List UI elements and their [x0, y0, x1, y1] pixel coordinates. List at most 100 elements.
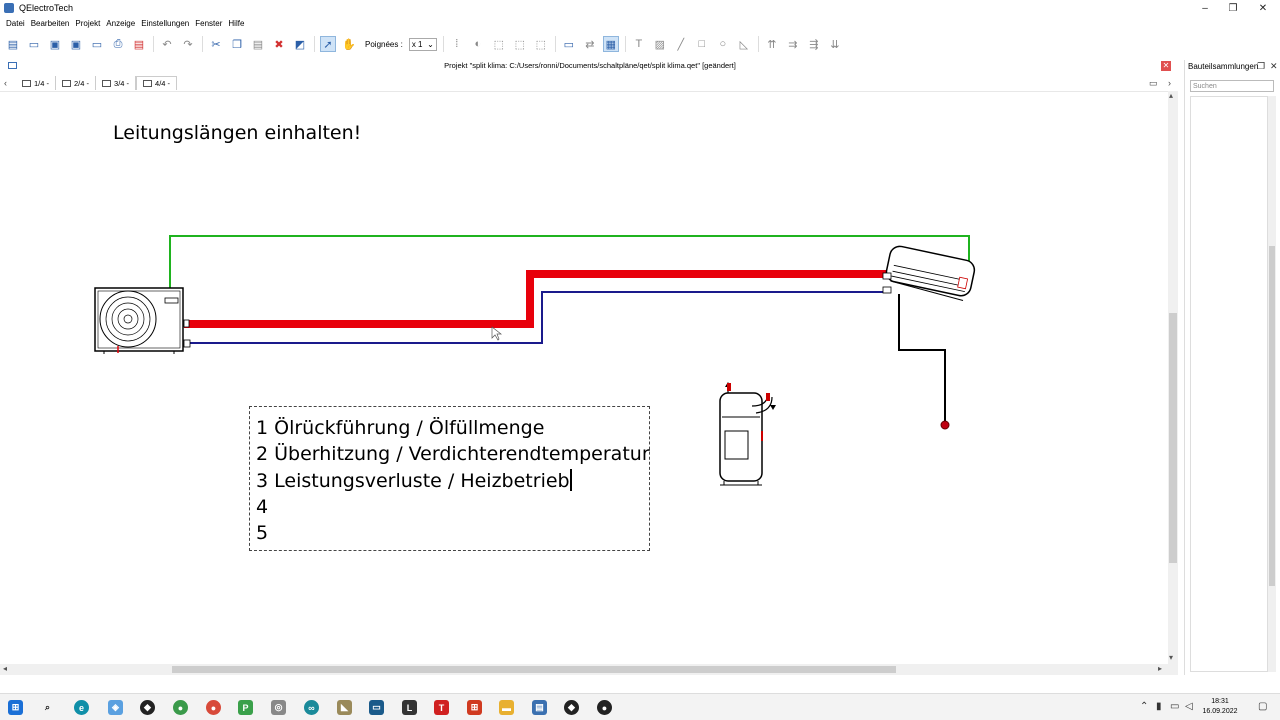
app-icon[interactable]: ◆ [564, 700, 579, 715]
app-icon[interactable]: ⊞ [467, 700, 482, 715]
collection-search-input[interactable]: Suchen [1190, 80, 1274, 92]
cut-icon[interactable]: ✂ [211, 38, 221, 51]
menu-einstellungen[interactable]: Einstellungen [141, 18, 190, 28]
open-folder-icon[interactable]: ▭ [91, 38, 103, 51]
scroll-left-icon[interactable]: ◂ [3, 664, 8, 673]
ellipse-icon[interactable]: ○ [719, 38, 727, 50]
save-as-icon[interactable]: ▣ [70, 38, 82, 51]
handle-zoom-select[interactable]: x 1 ⌄ [408, 37, 437, 51]
file-explorer-icon[interactable]: ▬ [499, 700, 514, 715]
chevron-down-icon: ⌄ [427, 39, 434, 49]
folio-report-icon[interactable]: ▦ [602, 36, 619, 52]
export-pdf-icon[interactable]: ▤ [133, 38, 145, 51]
rotate-icon[interactable]: ◩ [294, 38, 306, 51]
app-icon[interactable]: ◈ [108, 700, 123, 715]
microphone-icon[interactable]: ▮ [1156, 701, 1162, 712]
minimize-button[interactable]: – [1202, 2, 1208, 14]
align-left-icon[interactable]: ⇈ [767, 38, 777, 51]
text-icon[interactable]: T [635, 38, 643, 50]
rectangle-icon[interactable]: □ [698, 38, 706, 50]
canvas-heading[interactable]: Leitungslängen einhalten! [113, 122, 362, 144]
canvas-horizontal-scrollbar[interactable]: ◂ ▸ [0, 664, 1178, 675]
zoom-reset-icon[interactable]: ⬚ [535, 38, 547, 51]
app-icon[interactable]: P [238, 700, 253, 715]
app-icon[interactable]: ◎ [271, 700, 286, 715]
network-icon[interactable]: ▭ [1170, 701, 1180, 712]
copy-icon[interactable]: ❐ [232, 38, 242, 51]
print-icon[interactable]: ⎙ [113, 37, 123, 50]
tab-scroll-left-icon[interactable]: ‹ [4, 78, 7, 88]
image-icon[interactable]: ▨ [654, 38, 666, 51]
menu-projekt[interactable]: Projekt [75, 18, 101, 28]
menu-hilfe[interactable]: Hilfe [228, 18, 245, 28]
tab-scroll-right-icon[interactable]: › [1168, 78, 1171, 88]
chrome-icon[interactable]: ● [173, 700, 188, 715]
maximize-button[interactable]: ❐ [1228, 2, 1238, 14]
arduino-icon[interactable]: ∞ [304, 700, 319, 715]
paste-icon[interactable]: ▤ [252, 38, 264, 51]
project-icon [8, 62, 17, 69]
zoom-selection-icon[interactable]: ⬚ [514, 38, 526, 51]
select-pointer-icon[interactable]: ➚ [320, 36, 336, 52]
delete-icon[interactable]: ✖ [274, 38, 284, 51]
scroll-down-icon[interactable]: ▾ [1169, 653, 1174, 662]
close-project-button[interactable]: ✕ [1161, 61, 1171, 71]
add-element-icon[interactable]: ▭ [563, 38, 575, 51]
tray-overflow-icon[interactable]: ⌃ [1140, 701, 1149, 712]
conductor-icon[interactable]: ⇄ [585, 38, 595, 51]
app-icon[interactable]: ◣ [337, 700, 352, 715]
tab-folio-3[interactable]: 3/4 - [96, 76, 137, 90]
tab-folio-2[interactable]: 2/4 - [56, 76, 97, 90]
chrome-icon[interactable]: ● [206, 700, 221, 715]
folio-view-icon[interactable]: ▭ [1149, 77, 1158, 88]
tab-folio-4[interactable]: 4/4 - [136, 76, 178, 90]
menu-anzeige[interactable]: Anzeige [106, 18, 136, 28]
distribute-icon[interactable]: ⇊ [830, 38, 840, 51]
zoom-fit-icon[interactable]: ⬚ [493, 38, 505, 51]
dock-close-icon[interactable]: ✕ [1270, 61, 1278, 71]
canvas-vertical-scrollbar[interactable]: ▴ ▾ [1168, 91, 1178, 664]
windows-start-icon[interactable]: ⊞ [8, 700, 23, 715]
mouse-cursor [491, 326, 503, 341]
taskbar-clock[interactable]: 18:31 16.09.2022 [1196, 697, 1244, 717]
horizontal-scroll-thumb[interactable] [172, 666, 896, 673]
grid-icon[interactable]: ⁞ [455, 38, 459, 50]
polygon-icon[interactable]: ◺ [739, 38, 749, 51]
color-icon[interactable]: ◐ [474, 38, 482, 50]
redo-icon[interactable]: ↷ [183, 38, 193, 51]
dock-scrollbar[interactable] [1268, 96, 1276, 672]
search-icon[interactable]: ⌕ [44, 702, 51, 712]
save-icon[interactable]: ▣ [49, 38, 61, 51]
menu-fenster[interactable]: Fenster [195, 18, 223, 28]
scroll-up-icon[interactable]: ▴ [1169, 91, 1174, 100]
app-icon[interactable]: T [434, 700, 449, 715]
align-right-icon[interactable]: ⇶ [809, 38, 819, 51]
dock-scroll-thumb[interactable] [1269, 246, 1275, 586]
edge-icon[interactable]: e [74, 700, 89, 715]
undo-icon[interactable]: ↶ [162, 38, 172, 51]
qelectrotech-taskbar-icon[interactable]: ▤ [532, 700, 547, 715]
app-icon[interactable]: ▭ [369, 700, 384, 715]
tab-folio-1[interactable]: 1/4 - [16, 76, 57, 90]
dock-float-icon[interactable]: ❐ [1257, 61, 1266, 71]
text-field-box[interactable]: 1 Ölrückführung / Ölfüllmenge 2 Überhitz… [249, 406, 650, 551]
app-icon[interactable]: ◆ [140, 700, 155, 715]
diagram-canvas[interactable]: Leitungslängen einhalten! 1 Ölrückführun… [0, 91, 1168, 664]
speaker-icon[interactable]: ◁ [1185, 701, 1193, 712]
app-icon[interactable]: ● [597, 700, 612, 715]
line-icon[interactable]: ╱ [677, 38, 685, 51]
menu-bearbeiten[interactable]: Bearbeiten [30, 18, 70, 28]
close-button[interactable]: ✕ [1258, 2, 1268, 14]
diagram-drawing [94, 235, 976, 486]
collection-tree[interactable] [1190, 96, 1268, 672]
logo-app-icon[interactable]: L [402, 700, 417, 715]
notification-icon[interactable]: ▢ [1258, 701, 1268, 712]
open-icon[interactable]: ▭ [28, 38, 40, 51]
vertical-scroll-thumb[interactable] [1169, 313, 1177, 563]
hand-pan-icon[interactable]: ✋ [342, 38, 356, 51]
window-title: QElectroTech [19, 3, 74, 13]
align-center-icon[interactable]: ⇉ [788, 38, 798, 51]
new-project-icon[interactable]: ▤ [7, 38, 19, 51]
menu-datei[interactable]: Datei [6, 18, 25, 28]
scroll-right-icon[interactable]: ▸ [1158, 664, 1163, 673]
